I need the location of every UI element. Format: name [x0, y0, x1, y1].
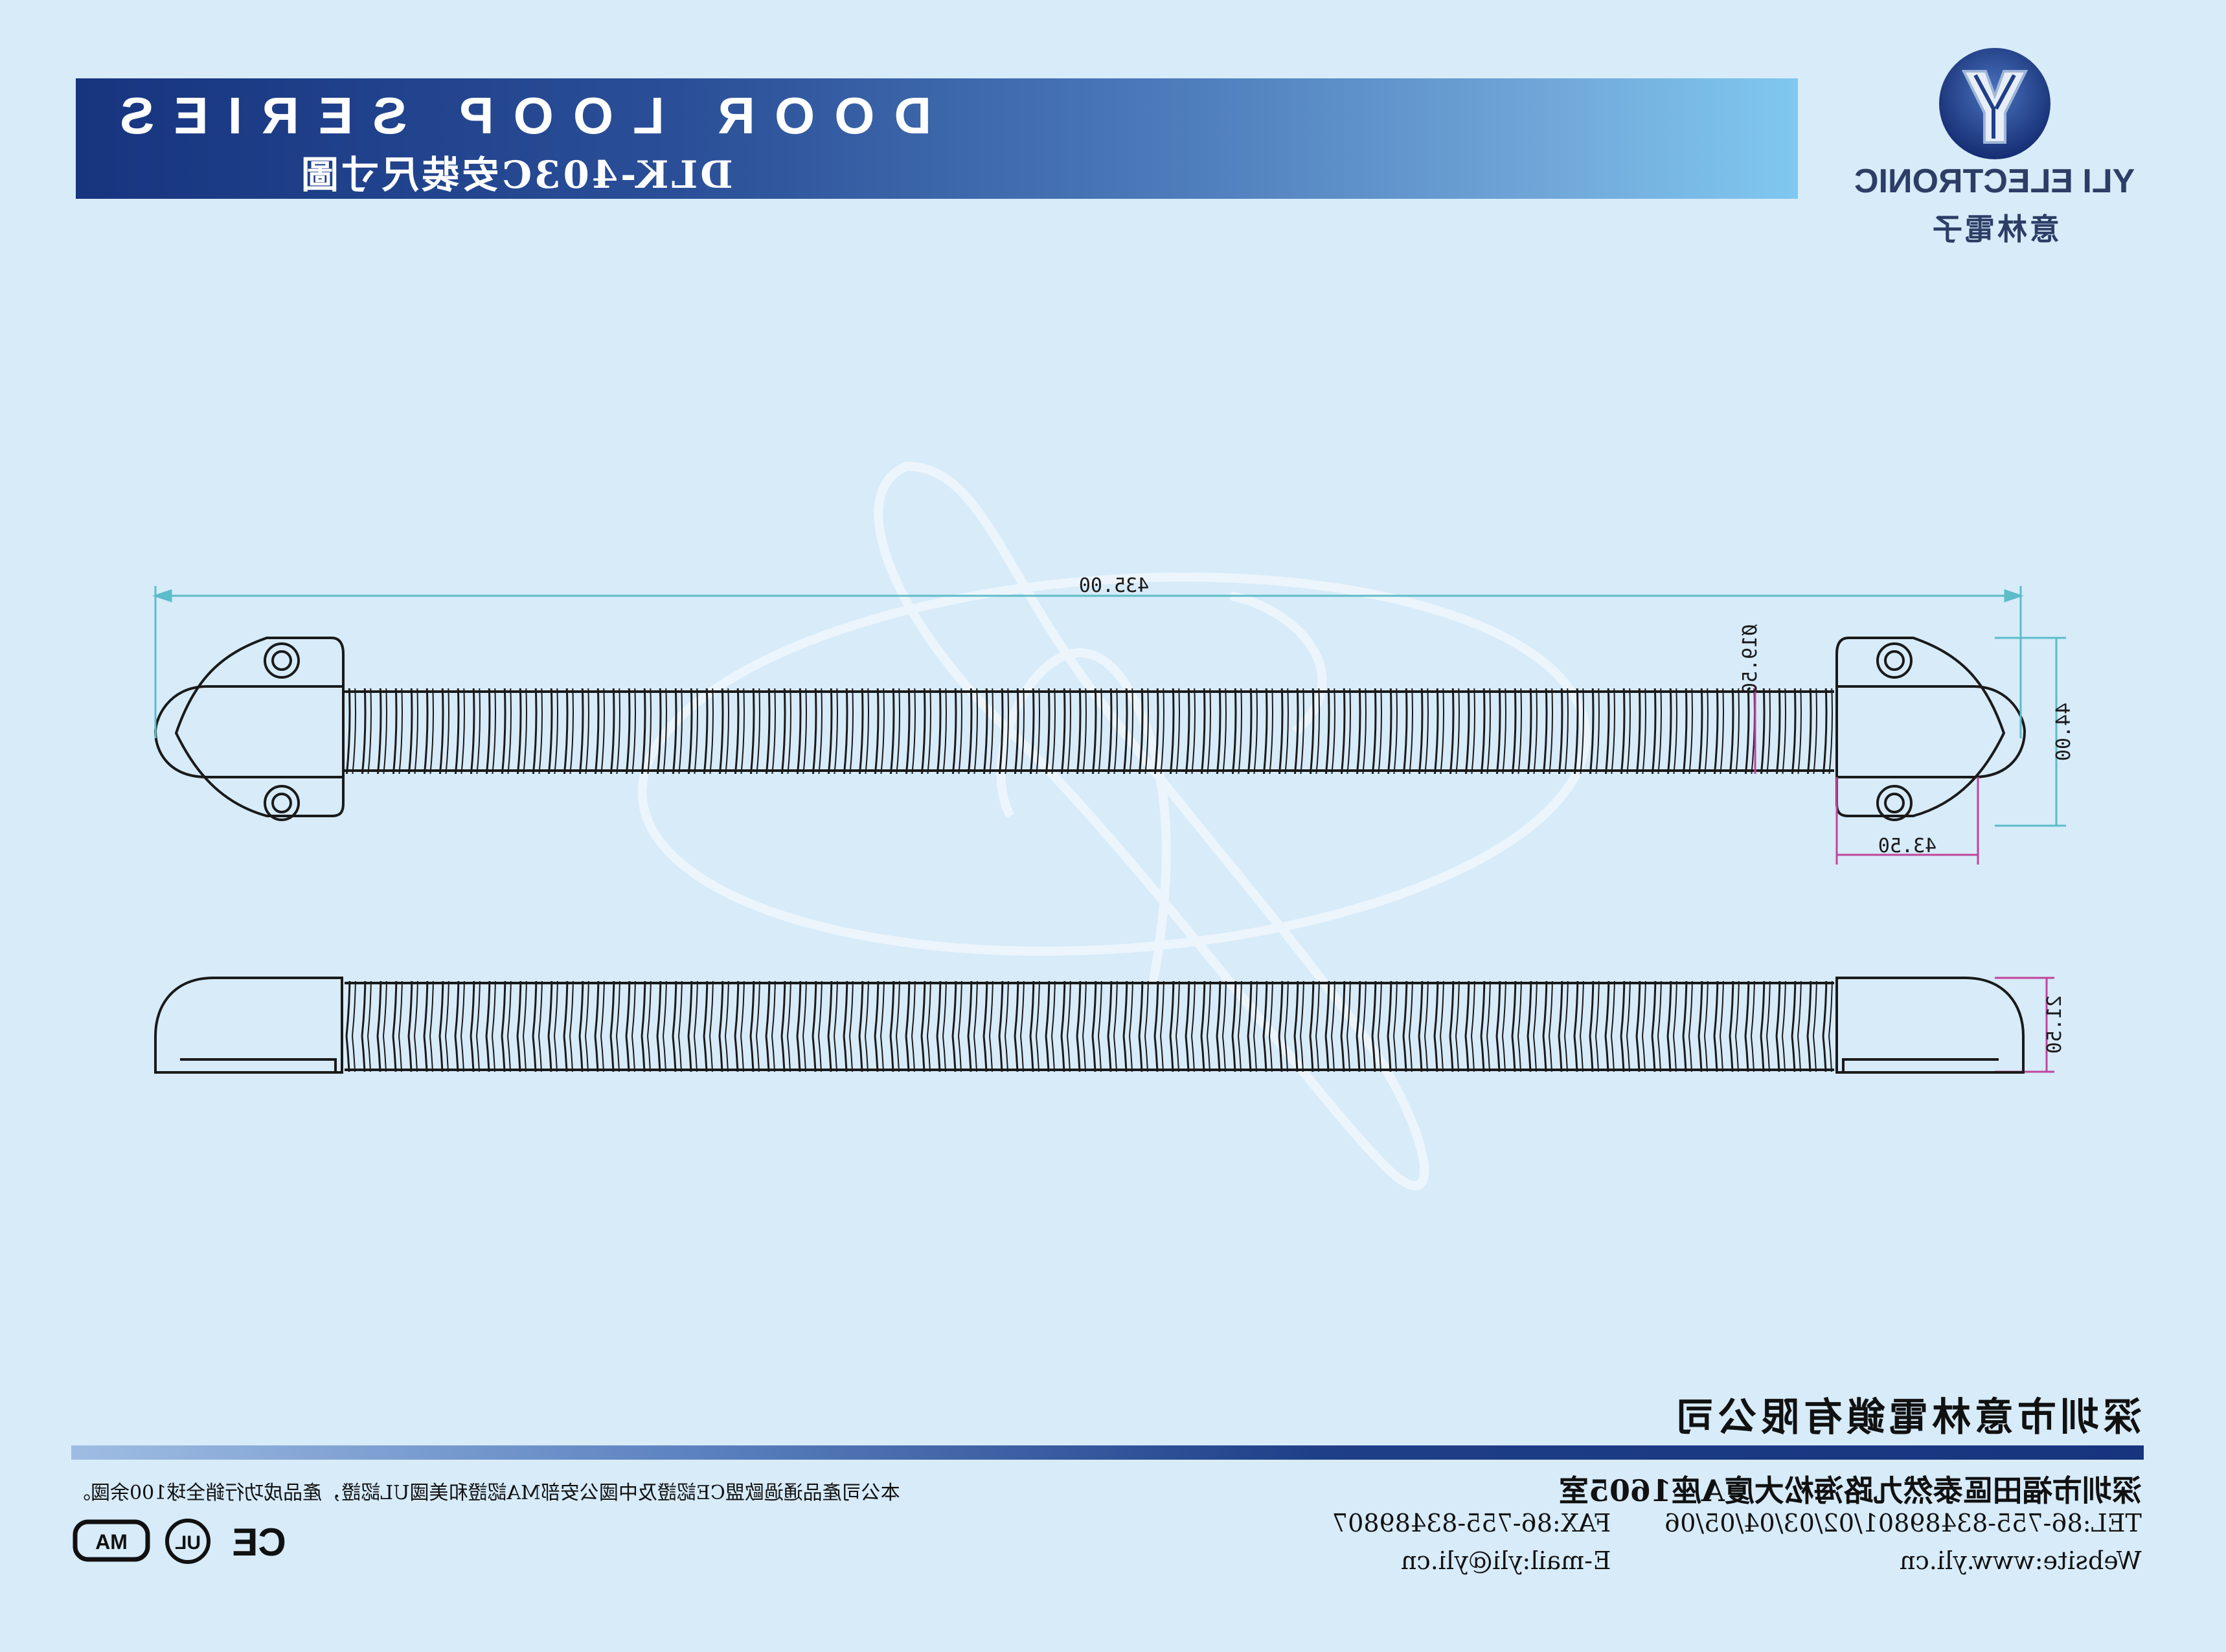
label-side-height: 21.50: [2043, 995, 2066, 1054]
dimension-cap-height: [1995, 637, 2066, 827]
label-cap-height: 44.00: [2052, 703, 2075, 761]
footer-address: 深圳市福田區泰然九路海松大廈A座1605室: [1559, 1473, 2142, 1508]
footer-company-name: 深圳市意林電鎖有限公司: [1672, 1395, 2142, 1440]
footer-website: Website:www.yli.cn: [1900, 1546, 2142, 1575]
ul-mark-icon: UL: [165, 1519, 210, 1564]
top-view: [153, 637, 2027, 821]
footer-certification: 本公司產品通過歐盟CE認證及中國公安部MA認證和美國UL認證，產品成功行銷全球1…: [71, 1482, 900, 1504]
dimension-cap-width: [1835, 777, 1979, 865]
footer-email: E-mail:yli@yli.cn: [1400, 1546, 1611, 1575]
certification-marks: MA UL CE: [73, 1519, 286, 1564]
label-cap-width: 43.50: [1878, 835, 1936, 857]
footer-fax: FAX:86-755-83489807: [1332, 1509, 1611, 1537]
footer-tel: TEL:86-755-83489801/02/03/04/05/06: [1664, 1509, 2142, 1537]
dimension-overall-length: [152, 586, 2024, 738]
footer-divider: [71, 1445, 2144, 1460]
ce-mark-icon: CE: [232, 1521, 286, 1564]
svg-text:MA: MA: [95, 1530, 128, 1554]
side-view: [154, 977, 2025, 1074]
label-tube-diameter: Ø19.50: [1739, 624, 1762, 694]
company-logo: YLI ELECTRONIC 意林電子: [1826, 45, 2163, 247]
label-overall-length: 435.00: [1079, 574, 1149, 597]
header-banner: DOOR LOOP SERIES DLK-403C安裝尺寸圖: [76, 78, 1798, 199]
svg-text:UL: UL: [175, 1532, 201, 1554]
yli-logo-icon: [1939, 48, 2050, 159]
ma-mark-icon: MA: [73, 1519, 150, 1562]
svg-text:CE: CE: [232, 1521, 286, 1564]
